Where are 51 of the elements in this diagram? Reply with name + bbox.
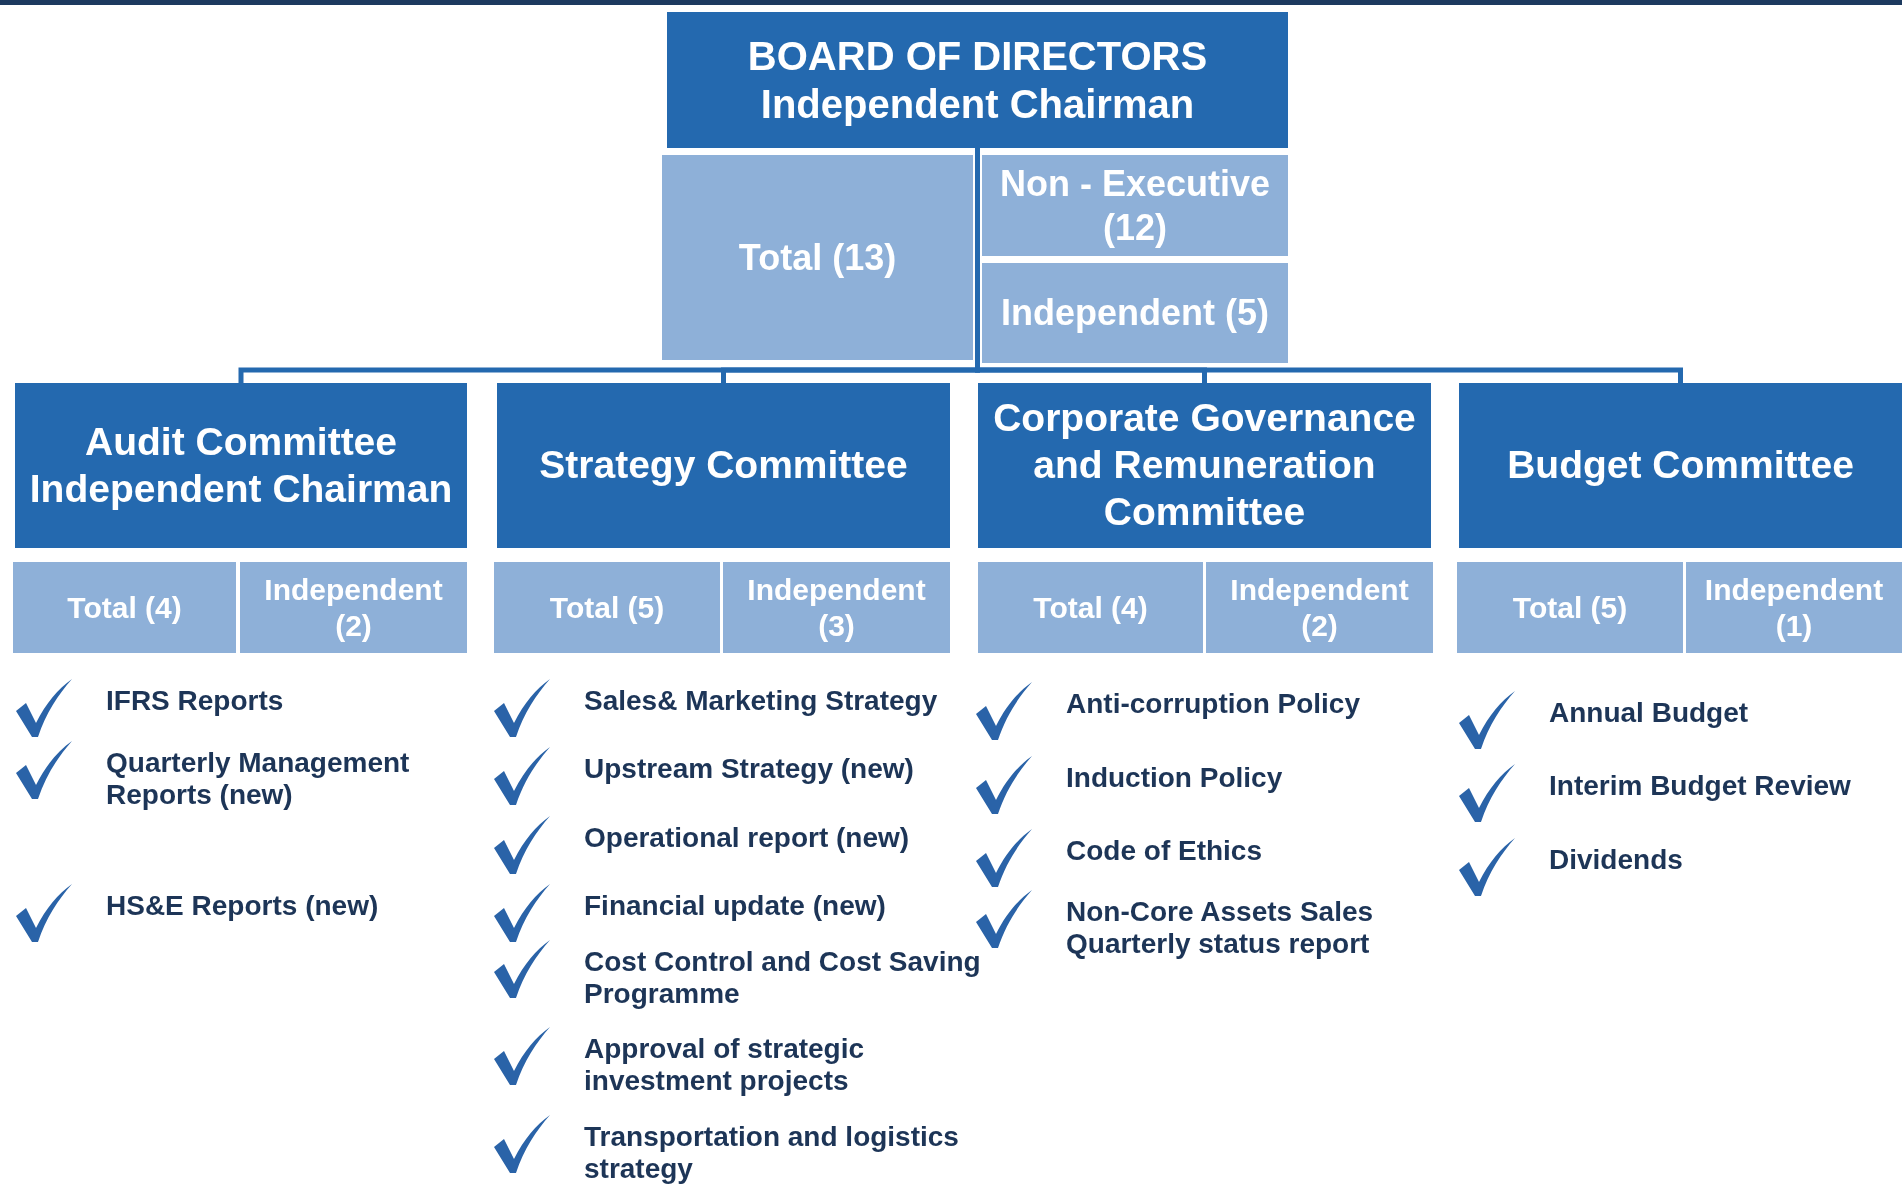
box-title: Strategy Committee xyxy=(538,442,909,489)
checklist-item: IFRS Reports xyxy=(106,685,285,718)
count-box xyxy=(982,155,1288,256)
count-box xyxy=(982,263,1288,363)
count-text: Non - Executive (12) xyxy=(998,162,1272,249)
box-title: BOARD OF DIRECTORS xyxy=(746,33,1209,80)
count-text: Independent (1) xyxy=(1703,571,1885,644)
header-box xyxy=(497,383,950,548)
header-box xyxy=(15,383,467,548)
count-box xyxy=(240,562,467,653)
checklist-item: Non-Core Assets Sales Quarterly status report xyxy=(1066,896,1375,961)
count-text: Total (4) xyxy=(66,589,183,626)
header-box xyxy=(667,12,1288,148)
checklist-item: Anti-corruption Policy xyxy=(1066,688,1361,721)
count-text: Independent (3) xyxy=(746,571,927,644)
box-title: Corporate Governance and Remuneration Committee xyxy=(992,395,1417,535)
box-title: Budget Committee xyxy=(1506,442,1855,489)
checklist-item: Quarterly Management Reports (new) xyxy=(106,747,411,812)
count-text: Total (13) xyxy=(737,235,898,280)
checklist-item: HS&E Reports (new) xyxy=(106,890,380,923)
count-text: Independent (2) xyxy=(263,571,444,644)
count-text: Total (4) xyxy=(1032,589,1149,626)
count-text: Independent (5) xyxy=(1000,291,1270,335)
checklist-item: Annual Budget xyxy=(1549,697,1750,730)
checklist-item: Code of Ethics xyxy=(1066,835,1263,868)
count-box xyxy=(723,562,950,653)
checklist-item: Interim Budget Review xyxy=(1549,770,1852,803)
count-box xyxy=(494,562,720,653)
checklist-item: Cost Control and Cost Saving Programme xyxy=(584,946,982,1011)
box-title: Audit Committee xyxy=(84,418,398,465)
header-box xyxy=(978,383,1431,548)
header-box xyxy=(1459,383,1902,548)
box-title: Independent Chairman xyxy=(759,81,1196,128)
checklist-item: Sales& Marketing Strategy xyxy=(584,685,939,718)
box-title: Independent Chairman xyxy=(28,465,454,512)
count-box xyxy=(1686,562,1902,653)
checklist-item: Induction Policy xyxy=(1066,762,1284,795)
count-box xyxy=(1457,562,1683,653)
checklist-item: Dividends xyxy=(1549,844,1684,877)
checklist-item: Approval of strategic investment projects xyxy=(584,1033,866,1098)
count-box xyxy=(13,562,236,653)
checklist-item: Upstream Strategy (new) xyxy=(584,753,915,786)
count-text: Total (5) xyxy=(548,589,666,626)
checklist-item: Transportation and logistics strategy xyxy=(584,1121,960,1186)
checklist-item: Financial update (new) xyxy=(584,890,887,923)
count-text: Independent (2) xyxy=(1229,571,1410,644)
count-box xyxy=(662,155,973,360)
count-box xyxy=(978,562,1203,653)
count-box xyxy=(1206,562,1433,653)
count-text: Total (5) xyxy=(1511,589,1629,626)
checklist-item: Operational report (new) xyxy=(584,822,911,855)
